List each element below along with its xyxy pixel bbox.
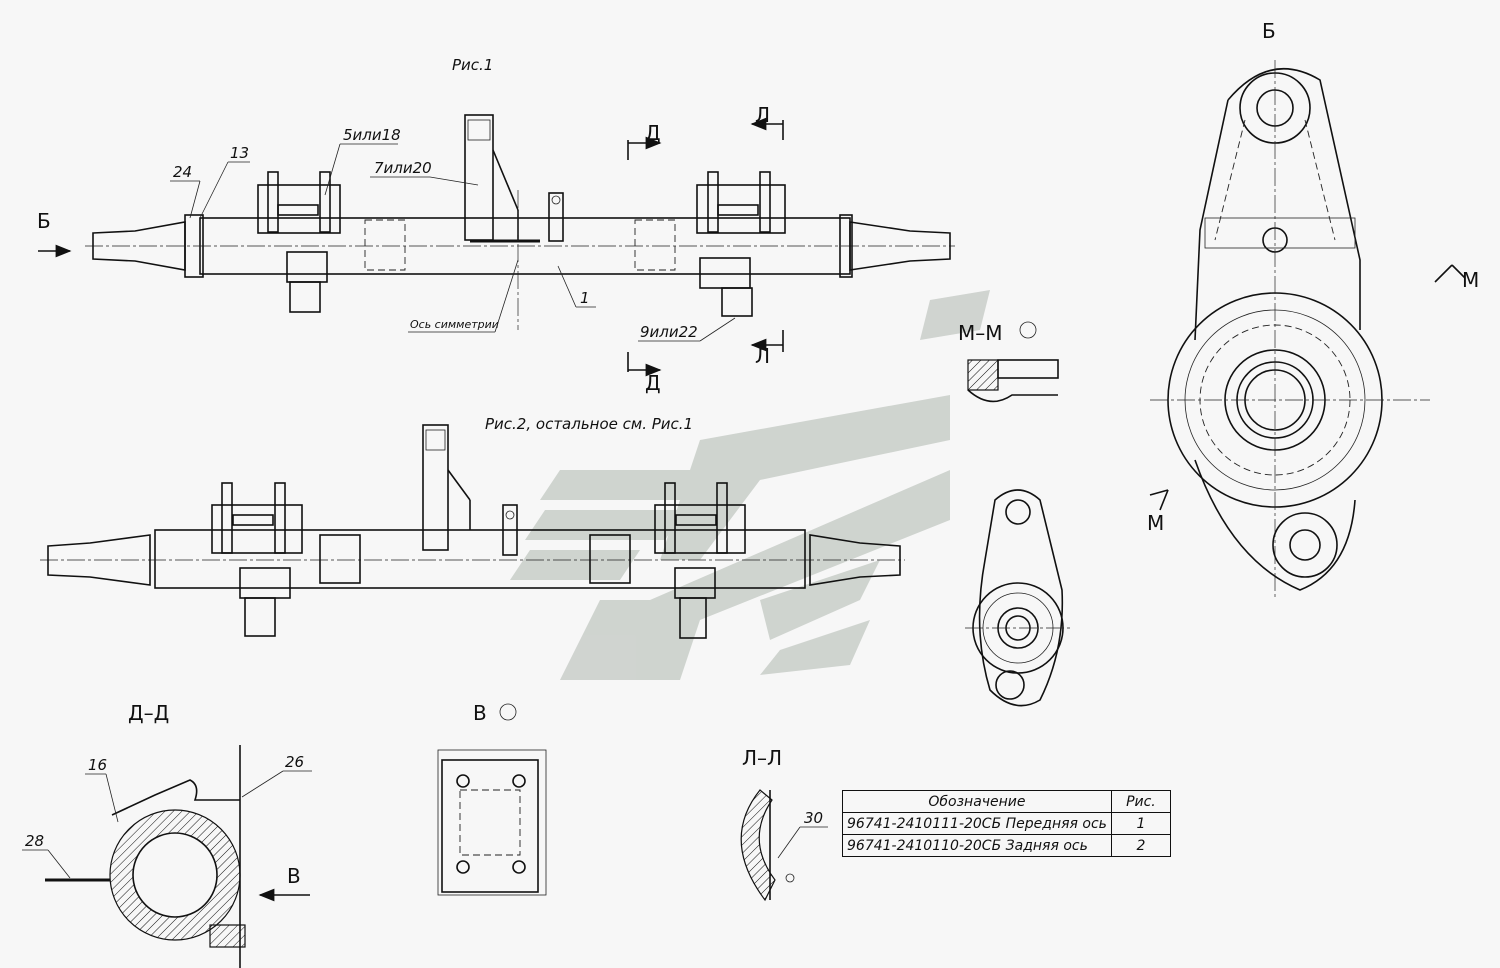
cut-d-bottom: Д <box>645 371 661 395</box>
callout-13: 13 <box>230 144 249 162</box>
view-v: В <box>437 701 547 896</box>
spec-header-designation: Обозначение <box>842 790 1112 813</box>
fig1-title: Рис.1 <box>452 56 493 74</box>
view-b-arrow-label: Б <box>37 209 51 233</box>
callout-5or18: 5или18 <box>343 126 401 144</box>
callout-9or22: 9или22 <box>640 323 698 341</box>
view-b-small <box>965 489 1072 707</box>
figure-2-rear-axle: Рис.2, остальное см. Рис.1 <box>40 415 905 639</box>
view-b-large: Б М М <box>1147 19 1479 600</box>
section-m-m: М–М <box>958 321 1059 403</box>
section-d-d: Д–Д 16 26 28 В <box>22 701 312 968</box>
spec-header-row: Обозначение Рис. <box>842 790 1171 813</box>
spec-row-fig: 2 <box>1110 834 1171 857</box>
section-mm-title: М–М <box>958 321 1003 345</box>
watermark-logo <box>510 290 990 680</box>
callout-26: 26 <box>285 753 304 771</box>
spec-row-designation: 96741-2410111-20СБ Передняя ось <box>842 812 1112 835</box>
cut-d-top: Д <box>645 121 661 145</box>
symmetry-axis-label: Ось симметрии <box>410 318 499 331</box>
callout-28: 28 <box>25 832 44 850</box>
callout-24: 24 <box>173 163 192 181</box>
cut-m-bottom: М <box>1147 511 1164 535</box>
callout-30: 30 <box>804 809 823 827</box>
figure-1-front-axle: Рис.1 Ось симмет <box>37 56 955 395</box>
section-l-l: Л–Л 30 <box>740 746 828 902</box>
spec-header-fig: Рис. <box>1110 790 1171 813</box>
view-v-title: В <box>473 701 487 725</box>
spec-row: 96741-2410111-20СБ Передняя ось 1 <box>842 812 1171 835</box>
specification-table: Обозначение Рис. 96741-2410111-20СБ Пере… <box>842 790 1171 857</box>
callout-1: 1 <box>580 289 590 307</box>
spec-row: 96741-2410110-20СБ Задняя ось 2 <box>842 834 1171 857</box>
view-v-arrow-label: В <box>287 864 301 888</box>
section-ll-title: Л–Л <box>742 746 782 770</box>
view-b-title: Б <box>1262 19 1276 43</box>
cut-m-top: М <box>1462 268 1479 292</box>
spec-row-fig: 1 <box>1110 812 1171 835</box>
cut-l-bottom: Л <box>755 344 770 368</box>
section-dd-title: Д–Д <box>128 701 169 725</box>
callout-7or20: 7или20 <box>374 159 432 177</box>
fig2-title: Рис.2, остальное см. Рис.1 <box>485 415 693 433</box>
callout-16: 16 <box>88 756 107 774</box>
spec-row-designation: 96741-2410110-20СБ Задняя ось <box>842 834 1112 857</box>
